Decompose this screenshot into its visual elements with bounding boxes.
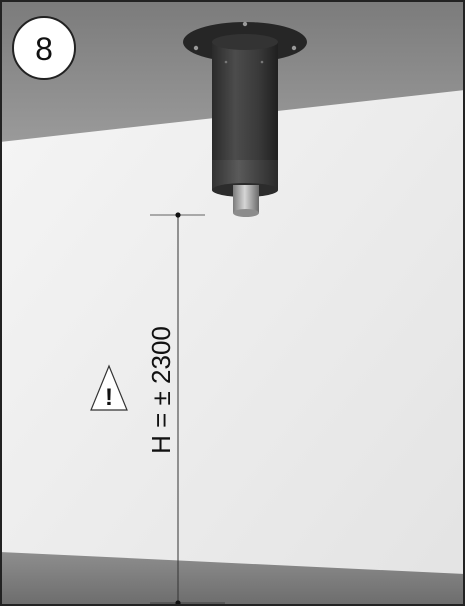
height-dimension: H = ± 2300: [146, 212, 225, 606]
flange-screw: [242, 21, 248, 27]
step-badge: 8: [12, 16, 76, 80]
floor: [0, 552, 465, 606]
nozzle-end: [233, 209, 259, 217]
pipe-body: [212, 42, 278, 168]
flue-pipe: [183, 21, 307, 217]
warning-icon: !: [90, 364, 128, 411]
step-circle: [12, 16, 76, 80]
warning-glyph: !: [105, 384, 113, 411]
nozzle: [233, 185, 259, 213]
pipe-top: [212, 34, 278, 50]
pipe-rivet: [224, 60, 228, 64]
dimension-label: H = ± 2300: [146, 326, 176, 454]
flange-screw: [291, 45, 297, 51]
dimension-dot-top: [175, 212, 181, 218]
warning-triangle: [90, 364, 128, 411]
flange-screw: [193, 45, 199, 51]
pipe-rivet: [260, 60, 264, 64]
step-number: 8: [35, 31, 53, 67]
